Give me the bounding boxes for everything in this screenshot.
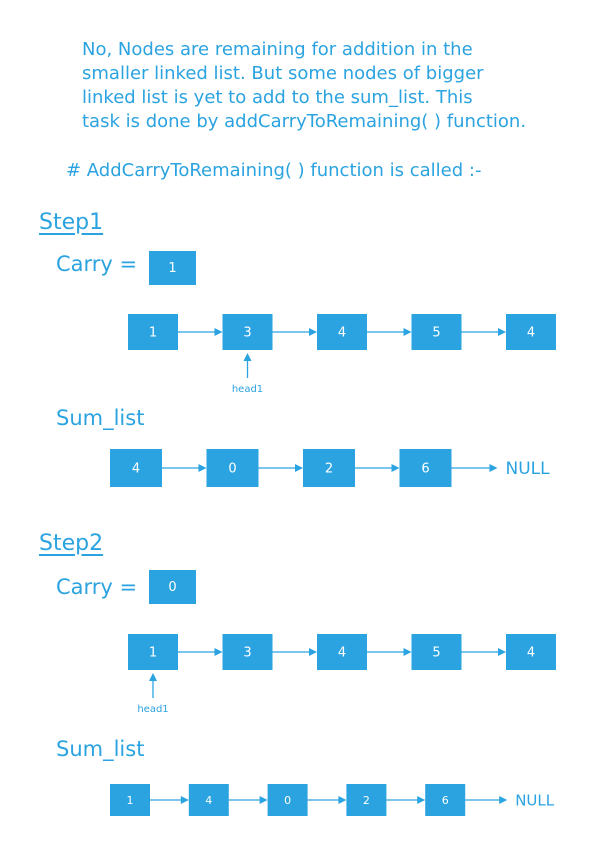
node-value: 5 — [432, 326, 440, 341]
list-node — [399, 449, 452, 487]
step2-linked-list: 1 3 4 5 4 head1 — [128, 634, 556, 715]
node-value: 4 — [527, 646, 535, 661]
arrow-head — [391, 464, 400, 472]
pointer-head — [243, 353, 252, 361]
step1-linked-list: 1 3 4 5 4 head1 — [128, 314, 556, 395]
list-node — [506, 314, 556, 350]
intro-text: No, Nodes are remaining for addition in … — [82, 38, 582, 134]
node-value: 4 — [338, 646, 346, 661]
arrow-head — [499, 796, 508, 804]
arrow-head — [489, 464, 498, 472]
arrow-head — [259, 796, 268, 804]
arrow-head — [498, 328, 506, 336]
step1-carry-value: 1 — [149, 251, 196, 285]
node-value: 3 — [243, 646, 251, 661]
node-value: 6 — [442, 794, 449, 807]
intro-line: No, Nodes are remaining for addition in … — [82, 39, 473, 60]
list-node — [317, 314, 367, 350]
node-value: 5 — [432, 646, 440, 661]
step2-sum-list-label: Sum_list — [56, 737, 145, 761]
arrow-head — [338, 796, 347, 804]
list-node — [110, 784, 150, 816]
intro-line: smaller linked list. But some nodes of b… — [82, 63, 484, 84]
node-value: 4 — [132, 462, 140, 477]
step1-sum-list-label: Sum_list — [56, 406, 145, 430]
list-node — [222, 634, 273, 670]
pointer-head — [149, 673, 157, 681]
step1-title: Step1 — [39, 210, 104, 235]
null-label: NULL — [506, 459, 551, 479]
step1-carry-label: Carry = — [56, 252, 138, 276]
node-value: 4 — [205, 794, 212, 807]
step2-sum-list: 1 4 0 2 6 NULL — [110, 784, 555, 816]
node-value: 3 — [243, 326, 251, 341]
arrow-head — [403, 328, 412, 336]
list-node — [303, 449, 355, 487]
list-node — [267, 784, 308, 816]
arrow-head — [180, 796, 189, 804]
list-node — [222, 314, 273, 350]
list-node — [506, 634, 556, 670]
step1-sum-list: 4 0 2 6 NULL — [110, 449, 551, 487]
node-value: 2 — [363, 794, 370, 807]
arrow-head — [214, 328, 223, 336]
node-value: 1 — [149, 326, 157, 341]
node-value: 0 — [284, 794, 291, 807]
arrow-head — [309, 648, 317, 656]
arrow-head — [417, 796, 426, 804]
node-value: 2 — [325, 462, 333, 477]
list-node — [110, 449, 162, 487]
step2-carry-label: Carry = — [56, 575, 138, 599]
function-call-heading: # AddCarryToRemaining( ) function is cal… — [66, 160, 482, 181]
head1-label: head1 — [137, 704, 168, 715]
node-value: 4 — [527, 326, 535, 341]
list-node — [128, 634, 178, 670]
arrow-head — [403, 648, 412, 656]
list-node — [411, 314, 462, 350]
arrow-head — [498, 648, 506, 656]
list-node — [411, 634, 462, 670]
list-node — [317, 634, 367, 670]
arrow-head — [198, 464, 207, 472]
node-value: 1 — [149, 646, 157, 661]
arrow-head — [309, 328, 317, 336]
arrow-head — [295, 464, 303, 472]
arrow-head — [214, 648, 223, 656]
list-node — [206, 449, 259, 487]
null-label: NULL — [515, 791, 555, 809]
step2-carry-value: 0 — [149, 570, 196, 604]
node-value: 6 — [421, 462, 429, 477]
list-node — [128, 314, 178, 350]
node-value: 1 — [127, 794, 134, 807]
list-node — [346, 784, 387, 816]
step2-title: Step2 — [39, 531, 104, 556]
intro-line: task is done by addCarryToRemaining( ) f… — [82, 111, 527, 132]
node-value: 4 — [338, 326, 346, 341]
list-node — [188, 784, 229, 816]
intro-line: linked list is yet to add to the sum_lis… — [82, 87, 473, 108]
list-node — [425, 784, 466, 816]
head1-label: head1 — [232, 384, 263, 395]
node-value: 0 — [228, 462, 236, 477]
